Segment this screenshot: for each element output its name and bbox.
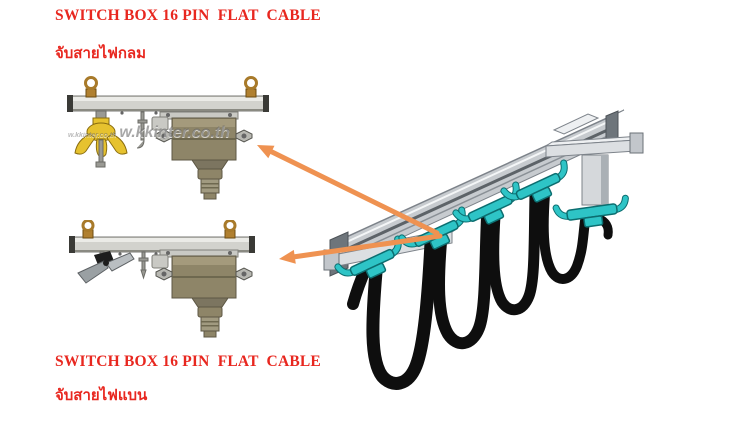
support-beam-left: [323, 227, 459, 271]
top-title: SWITCH BOX 16 PIN FLAT CABLE: [55, 7, 321, 24]
end-clamp: [552, 194, 629, 228]
watermark-text-small: w.kkinter.co.th: [68, 132, 117, 139]
cable-trolley-4: [500, 159, 568, 203]
cable-loop-3: [488, 190, 541, 316]
eye-bolt-right: [244, 76, 258, 98]
cable-trolley-3: [452, 181, 520, 225]
cable-loop-2: [433, 211, 493, 349]
top-subtitle-thai: จับสายไฟกลม: [55, 46, 147, 62]
watermark-text: w.kkinter.co.th: [119, 124, 230, 141]
arrow-to-flat-cable-trolley: [279, 233, 443, 264]
support-beam-right: [544, 113, 644, 158]
hanging-pin: [138, 251, 149, 280]
switch-box: [151, 111, 253, 200]
cable-end-flap: [593, 213, 613, 240]
photo-switch-box-flat-cable: [60, 220, 272, 345]
eye-bolt-left: [81, 220, 95, 239]
arrow-to-round-cable-trolley: [257, 145, 440, 236]
cable-trolley-2: [398, 206, 466, 250]
cable-loop-1: [366, 236, 438, 390]
hanger-bar: [67, 95, 269, 115]
cable-tail-left: [347, 262, 372, 310]
cable-loop-4: [538, 189, 590, 284]
bottom-subtitle-thai: จับสายไฟแบน: [55, 388, 148, 404]
eye-bolt-left: [84, 76, 98, 98]
eye-bolt-right: [223, 220, 237, 239]
round-cable-trolley-drawing: [67, 76, 269, 200]
bottom-title: SWITCH BOX 16 PIN FLAT CABLE: [55, 353, 321, 370]
hanging-pin: [136, 111, 148, 149]
end-hanger-bracket: [581, 154, 609, 206]
cable-trolley-1: [334, 235, 402, 279]
flat-cable-clamp: [77, 251, 135, 284]
switch-box: [151, 249, 253, 338]
round-cable-grip: [74, 110, 128, 168]
flat-cable-trolley-drawing: [69, 220, 255, 338]
c-rail: [329, 109, 625, 277]
